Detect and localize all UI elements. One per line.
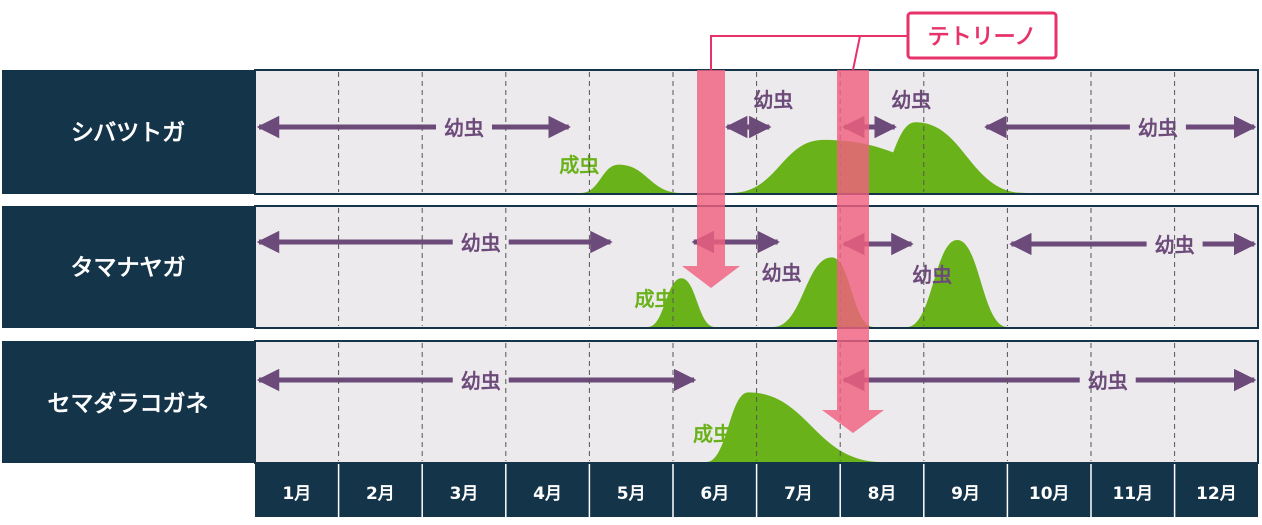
month-tick-label: 8月 [868, 484, 897, 504]
larva-label: 幼虫 [891, 88, 931, 112]
adult-period [706, 392, 882, 462]
treatment-bands [682, 70, 884, 433]
month-tick-label: 2月 [366, 484, 395, 504]
larva-label-bg [436, 113, 492, 141]
treatment-band-august [822, 70, 884, 433]
month-tick-label: 4月 [533, 484, 562, 504]
species-row-3: セマダラコガネ 成虫 幼虫 幼虫 [2, 340, 1259, 464]
larva-label-bg [452, 228, 509, 256]
adult-periods-1: 成虫 [559, 122, 1033, 193]
adult-periods-3: 成虫 [693, 392, 882, 462]
larva-label: 幼虫 [444, 116, 484, 140]
month-tick-label: 5月 [617, 484, 646, 504]
species-label-box-3 [2, 341, 255, 463]
larva-label: 幼虫 [1088, 369, 1128, 393]
larva-label-bg [1129, 113, 1186, 141]
callout-label: テトリーノ [928, 25, 1037, 50]
larva-label: 幼虫 [753, 88, 793, 112]
species-name-2: タマナヤガ [71, 255, 186, 281]
species-name-3: セマダラコガネ [48, 390, 209, 417]
species-label-box-1 [2, 70, 255, 194]
species-label-box-2 [2, 206, 255, 328]
adult-period [865, 122, 1025, 193]
adult-period [581, 164, 682, 193]
species-name-1: シバツトガ [71, 120, 185, 146]
month-tick-label: 1月 [282, 484, 311, 504]
larva-label: 幼虫 [461, 369, 501, 393]
adult-label: 成虫 [559, 153, 599, 177]
callout-box [906, 11, 1058, 60]
larva-label: 幼虫 [912, 263, 952, 287]
callout-leader-august [852, 35, 908, 71]
larva-label: 幼虫 [1138, 116, 1178, 140]
adult-period [647, 278, 715, 327]
month-tick-label: 12月 [1196, 484, 1237, 504]
month-tick-label: 9月 [951, 484, 980, 504]
month-axis: 1月 2月 3月 4月 5月 6月 7月 8月 9月 10月 11月 12月 [255, 464, 1258, 517]
larva-label-bg [452, 366, 509, 394]
species-row-2: タマナヤガ 成虫 幼虫幼虫幼虫幼虫 [2, 205, 1259, 329]
treatment-band-june [682, 70, 740, 288]
month-tick-label: 6月 [700, 484, 729, 504]
adult-label: 成虫 [634, 287, 674, 311]
month-tick-label: 3月 [450, 484, 479, 504]
larva-label: 幼虫 [461, 231, 501, 255]
month-tick-label: 7月 [784, 484, 813, 504]
treatment-callout: テトリーノ [710, 11, 1058, 71]
larva-arrows-1: 幼虫幼虫幼虫幼虫 [256, 88, 1257, 141]
month-tick-label: 11月 [1112, 484, 1153, 504]
larva-label: 幼虫 [762, 261, 802, 285]
adult-period [731, 139, 1033, 193]
larva-label-bg [1079, 366, 1136, 394]
larva-arrows-3: 幼虫 幼虫 [256, 366, 1257, 394]
month-tick-label: 10月 [1029, 484, 1070, 504]
species-row-1: シバツトガ 成虫 幼虫幼虫幼虫幼虫 [2, 69, 1259, 195]
adult-label: 成虫 [693, 422, 733, 446]
adult-period [907, 240, 1008, 327]
callout-leader-june [710, 35, 908, 70]
